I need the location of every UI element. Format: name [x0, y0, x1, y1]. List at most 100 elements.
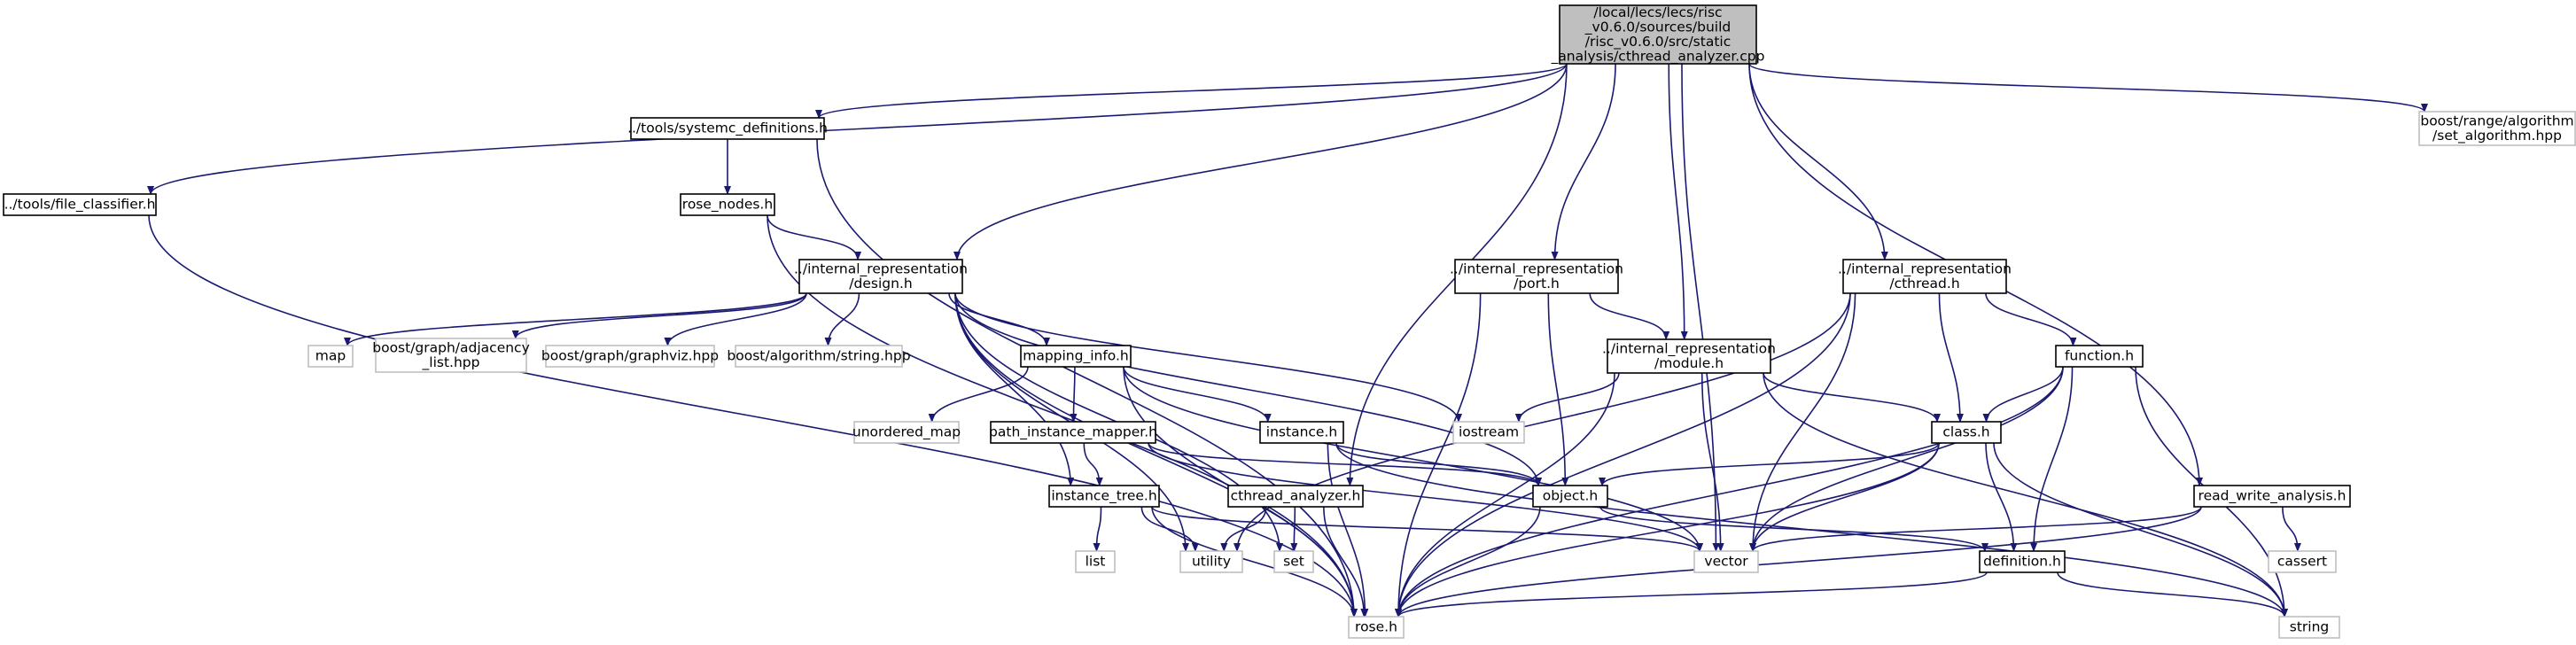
node-box	[680, 193, 775, 216]
node-label-line: ../internal_representation	[794, 260, 968, 277]
node-label-line: list	[1086, 554, 1106, 570]
nodes-layer: /local/lecs/lecs/risc_v0.6.0/sources/bui…	[3, 4, 2576, 639]
node-box	[1075, 550, 1116, 573]
node-box	[1179, 550, 1243, 573]
node-systemc-definitions[interactable]: ../tools/systemc_definitions.h	[627, 117, 828, 140]
node-box	[1348, 616, 1405, 639]
node-iostream: iostream	[1452, 421, 1525, 444]
edge-systemc-definitions-to-rose	[816, 138, 1358, 618]
node-utility: utility	[1179, 550, 1243, 573]
node-label-line: ../tools/systemc_definitions.h	[627, 120, 828, 137]
node-label-line: boost/graph/adjacency	[372, 339, 530, 355]
node-label-line: rose_nodes.h	[682, 197, 773, 214]
node-graphviz: boost/graph/graphviz.hpp	[541, 345, 719, 368]
node-label-line: _list.hpp	[422, 354, 480, 371]
edge-definition-to-string	[2057, 571, 2288, 618]
node-cthread-analyzer[interactable]: cthread_analyzer.h	[1227, 485, 1364, 508]
node-label-line: definition.h	[1983, 554, 2061, 570]
edge-function-to-class	[1982, 366, 2064, 423]
node-label-line: boost/graph/graphviz.hpp	[541, 348, 719, 364]
edge-class-to-string	[1993, 442, 2288, 618]
node-box	[545, 345, 715, 368]
edge-root-to-design	[953, 63, 1568, 260]
node-cthread[interactable]: ../internal_representation/cthread.h	[1838, 259, 2012, 294]
node-adjacency-list: boost/graph/adjacency_list.hpp	[372, 338, 530, 373]
node-label-line: ../internal_representation	[1450, 260, 1623, 277]
node-label-line: iostream	[1459, 424, 1519, 440]
node-box	[1452, 421, 1525, 444]
node-file-classifier[interactable]: ../tools/file_classifier.h	[3, 193, 157, 216]
node-mapping-info[interactable]: mapping_info.h	[1020, 345, 1132, 368]
node-box	[1979, 550, 2066, 573]
node-label-line: cassert	[2277, 554, 2327, 570]
edge-path-instance-mapper-to-instance-tree	[1083, 442, 1103, 486]
node-box	[1048, 485, 1160, 508]
edge-root-to-file-classifier	[147, 63, 1568, 195]
node-class[interactable]: class.h	[1931, 421, 2002, 444]
edge-root-to-module	[1668, 63, 1688, 340]
edge-design-to-mapping-info	[948, 292, 1050, 346]
node-path-instance-mapper[interactable]: path_instance_mapper.h	[989, 421, 1157, 444]
node-unordered-map: unordered_map	[852, 421, 961, 444]
edge-design-to-map	[344, 292, 807, 346]
edge-class-to-object	[1599, 442, 1940, 486]
node-string: string	[2278, 616, 2340, 639]
node-label-line: read_write_analysis.h	[2199, 488, 2346, 505]
node-map: map	[307, 345, 354, 368]
edge-design-to-object	[954, 292, 1542, 486]
node-box	[630, 117, 825, 140]
edge-design-to-graphviz	[664, 292, 807, 346]
edge-mapping-info-to-instance	[1123, 366, 1272, 423]
node-box	[2418, 111, 2576, 146]
node-box	[375, 338, 527, 373]
node-module[interactable]: ../internal_representation/module.h	[1602, 338, 1776, 374]
node-box	[735, 345, 903, 368]
node-read-write-analysis[interactable]: read_write_analysis.h	[2193, 485, 2351, 508]
node-box	[1842, 259, 2007, 294]
edge-port-to-module	[1589, 292, 1670, 340]
edge-read-write-analysis-to-vector	[1749, 506, 2202, 552]
node-set-algorithm: boost/range/algorithm/set_algorithm.hpp	[2418, 111, 2576, 146]
edge-path-instance-mapper-to-object	[1148, 442, 1542, 486]
node-instance[interactable]: instance.h	[1259, 421, 1344, 444]
node-algo-string: boost/algorithm/string.hpp	[727, 345, 911, 368]
node-box	[1693, 550, 1759, 573]
node-box	[3, 193, 157, 216]
node-definition[interactable]: definition.h	[1979, 550, 2066, 573]
node-box	[2055, 345, 2144, 368]
edge-read-write-analysis-to-rose	[1395, 506, 2202, 618]
edge-function-to-vector	[1749, 366, 2064, 552]
edge-root-to-port	[1551, 63, 1616, 260]
node-label-line: map	[315, 348, 346, 364]
node-label-line: rose.h	[1355, 619, 1397, 635]
edge-instance-tree-to-list	[1093, 506, 1102, 552]
edge-root-to-vector	[1681, 63, 1720, 552]
edge-class-to-definition	[1985, 442, 2018, 552]
edge-instance-tree-to-vector	[1151, 506, 1703, 552]
edge-design-to-adjacency-list	[511, 292, 807, 339]
edge-file-classifier-to-rose	[148, 214, 1358, 618]
node-rose-nodes[interactable]: rose_nodes.h	[680, 193, 775, 216]
node-box	[798, 259, 963, 294]
edge-cthread-analyzer-to-utility	[1220, 506, 1267, 552]
edge-module-to-iostream	[1514, 372, 1620, 423]
node-box	[1454, 259, 1619, 294]
edge-class-to-rose	[1395, 442, 1940, 618]
node-port[interactable]: ../internal_representation/port.h	[1450, 259, 1623, 294]
node-label-line: ../tools/file_classifier.h	[4, 197, 156, 214]
edge-module-to-string	[1763, 372, 2288, 618]
node-label-line: /cthread.h	[1889, 276, 1959, 291]
edge-instance-to-object	[1335, 442, 1542, 486]
node-label-line: cthread_analyzer.h	[1231, 488, 1361, 505]
node-root[interactable]: /local/lecs/lecs/risc_v0.6.0/sources/bui…	[1551, 4, 1765, 66]
node-function[interactable]: function.h	[2055, 345, 2144, 368]
node-design[interactable]: ../internal_representation/design.h	[794, 259, 968, 294]
edge-module-to-vector	[1700, 372, 1724, 552]
node-object[interactable]: object.h	[1532, 485, 1608, 508]
node-box	[1532, 485, 1608, 508]
node-box	[853, 421, 960, 444]
node-box	[1607, 338, 1771, 374]
node-instance-tree[interactable]: instance_tree.h	[1048, 485, 1160, 508]
node-label-line: set	[1283, 554, 1304, 570]
